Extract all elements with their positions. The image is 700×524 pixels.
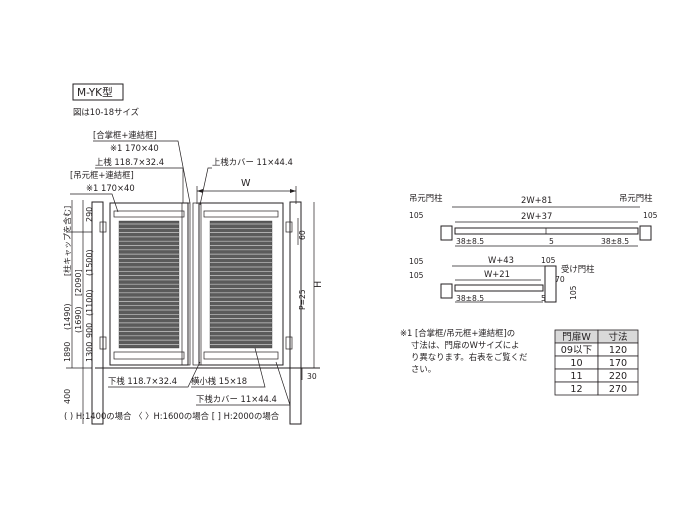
- height-legend: ( ) H:1400の場合 〈 〉H:1600の場合 [ ] H:2000の場合: [64, 411, 280, 421]
- dim-vertical-note: [柱キャップを含む]: [62, 206, 72, 276]
- label-cross-rail: 横小桟 15×18: [191, 376, 247, 386]
- dim-w21: W+21: [484, 269, 510, 279]
- hinge-icon: [285, 336, 293, 350]
- dim-38-left: 38±8.5: [456, 237, 484, 246]
- note-line-1: ※1 [合掌框/吊元框+連結框]の: [400, 328, 515, 338]
- dim-w: W: [241, 178, 251, 189]
- dim-left-1490: (1490): [63, 303, 72, 330]
- note-line-2: 寸法は、門扉のWサイズによ: [411, 340, 520, 350]
- model-label-box: [72, 83, 124, 101]
- dim-left-900: 900: [85, 323, 94, 338]
- dim-left-2090: [2090]: [74, 269, 83, 296]
- dim-105-right-s: 105: [541, 256, 556, 265]
- label-right-post: 吊元門柱: [619, 193, 653, 203]
- table-cell-w: 12: [570, 384, 582, 395]
- dim-38-s: 38±8.5: [456, 294, 484, 303]
- label-top-rail: 上桟 118.7×32.4: [95, 157, 164, 167]
- table-cell-size: 170: [609, 358, 627, 369]
- dim-2w81: 2W+81: [521, 195, 552, 205]
- size-table: 門扉W 寸法 09以下 120 10 170 11 220 12 270: [554, 329, 639, 396]
- dim-2w37: 2W+37: [521, 211, 552, 221]
- size-note: ※1 [合掌框/吊元框+連結框]の 寸法は、門扉のWサイズによ り異なります。右…: [400, 328, 527, 374]
- table-cell-w: 09以下: [561, 345, 593, 356]
- hinge-icon: [285, 221, 293, 233]
- hinge-icon: [99, 221, 107, 233]
- dim-38-right: 38±8.5: [601, 237, 629, 246]
- plan-view-double: 吊元門柱 吊元門柱 105 105 2W+81 2W+37 38±8.5 38±…: [409, 193, 658, 247]
- front-view: [合掌框+連結框] ※1 170×40 上桟 118.7×32.4 [吊元框+連…: [62, 130, 324, 425]
- hinge-icon: [99, 336, 107, 350]
- leader-tsurimoto: [70, 193, 119, 213]
- dim-left-290: 290: [85, 207, 94, 222]
- dim-5-s: 5: [541, 294, 546, 303]
- label-tsurimoto-note: ※1 170×40: [86, 183, 135, 193]
- dim-left-400: 400: [63, 389, 72, 404]
- table-cell-size: 120: [609, 345, 627, 356]
- leader-top-rail: [95, 167, 184, 203]
- dim-105-right: 105: [643, 211, 658, 220]
- leaf-plan-single: [454, 284, 544, 292]
- table-header-w: 門扉W: [562, 331, 591, 343]
- table-cell-w: 11: [570, 371, 582, 382]
- dim-105-left-s: 105: [409, 257, 424, 266]
- leaf-plan: [454, 227, 639, 235]
- table-header-size: 寸法: [608, 331, 628, 343]
- table-cell-w: 10: [570, 358, 582, 369]
- leader-top-cover: [199, 167, 212, 206]
- leader-gassho: [93, 140, 191, 204]
- dim-105-vert: 105: [569, 285, 578, 300]
- right-post: [289, 201, 302, 425]
- label-bottom-rail: 下桟 118.7×32.4: [108, 376, 177, 386]
- dim-5: 5: [549, 237, 554, 246]
- dim-70: 70: [555, 275, 565, 284]
- post-right: [639, 225, 652, 241]
- table-cell-size: 220: [609, 371, 627, 382]
- label-gassho-note: ※1 170×40: [110, 143, 159, 153]
- receiver-post: [544, 265, 557, 303]
- table-cell-box: [597, 381, 639, 396]
- plan-view-single: 105 105 105 W+43 W+21 受け門柱 70 105 38±8.5…: [409, 255, 595, 303]
- label-gassho-frame: [合掌框+連結框]: [93, 130, 157, 140]
- label-tsurimoto-frame: [吊元框+連結框]: [70, 170, 134, 180]
- dim-left-1890: 1890: [63, 342, 72, 362]
- dim-left-1100: (1100): [85, 289, 94, 316]
- left-post: [91, 201, 104, 425]
- figure-caption: 図は10-18サイズ: [73, 107, 139, 117]
- label-top-cover: 上桟カバー 11×44.4: [212, 157, 293, 167]
- post-left-s: [440, 283, 453, 299]
- post-left: [440, 225, 453, 241]
- dim-left-1500: (1500): [85, 249, 94, 276]
- dim-60: 60: [298, 230, 307, 240]
- label-left-post: 吊元門柱: [409, 193, 443, 203]
- dim-105-left: 105: [409, 211, 424, 220]
- dim-w43: W+43: [488, 255, 514, 265]
- model-label: M-YK型: [77, 86, 113, 99]
- dim-h: H: [313, 281, 324, 288]
- table-cell-size: 270: [609, 384, 627, 395]
- right-leaf-frame: [198, 202, 284, 366]
- note-line-3: り異なります。右表をご覧くだ: [411, 352, 527, 362]
- slat-lines: [119, 223, 272, 345]
- dim-p25: P=25: [298, 289, 307, 310]
- dim-left-1690: (1690): [74, 306, 83, 333]
- dim-gl-30: 30: [307, 372, 317, 381]
- dim-105-left-s2: 105: [409, 271, 424, 280]
- note-line-4: さい。: [411, 364, 436, 374]
- label-bottom-cover: 下桟カバー 11×44.4: [196, 394, 277, 404]
- left-leaf-frame: [109, 202, 189, 366]
- label-receiver-post: 受け門柱: [561, 264, 595, 274]
- dim-left-1300: 1300: [85, 342, 94, 362]
